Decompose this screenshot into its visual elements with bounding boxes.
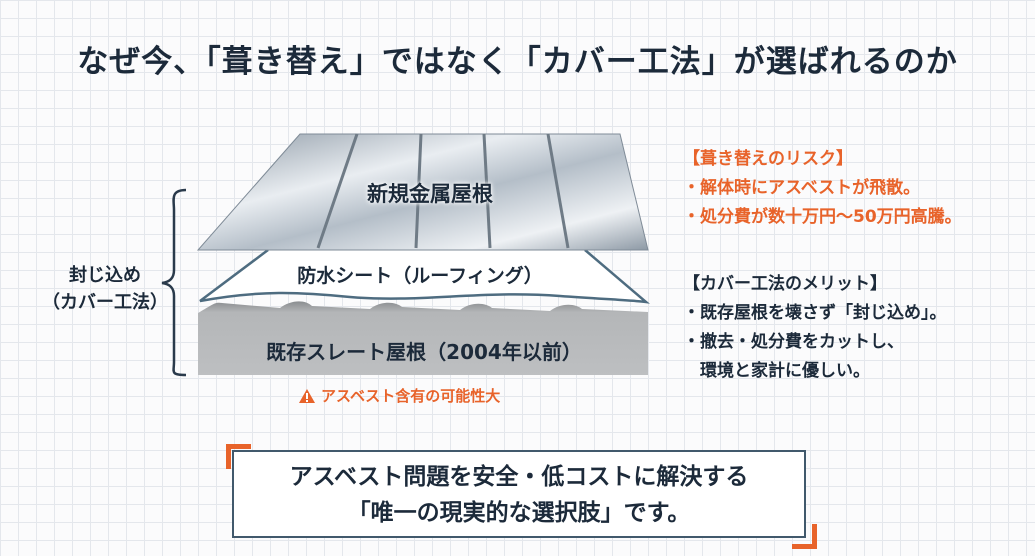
- merit-heading: 【カバー工法のメリット】: [683, 274, 887, 294]
- roof-seams: [316, 133, 570, 249]
- risk-item: ・解体時にアスベストが飛散。: [683, 178, 921, 198]
- callout-corner-accent: [792, 524, 817, 549]
- enclosure-label-line1: 封じ込め: [69, 265, 141, 286]
- merit-section: 【カバー工法のメリット】 ・既存屋根を壊さず「封じ込め」。 ・撤去・処分費をカッ…: [683, 270, 947, 386]
- existing-slate-label: 既存スレート屋根（2004年以前）: [266, 340, 582, 364]
- merit-item-continued: 環境と家計に優しい。: [700, 361, 870, 381]
- enclosure-label: 封じ込め （カバー工法）: [30, 262, 180, 316]
- page-title: なぜ今、「葺き替え」ではなく「カバー工法」が選ばれるのか: [77, 44, 958, 80]
- existing-slate-roof: [198, 301, 648, 375]
- waterproof-sheet: [199, 249, 650, 304]
- conclusion-callout: アスベスト問題を安全・低コストに解決する 「唯一の現実的な選択肢」です。: [232, 450, 806, 538]
- metal-roof-label: 新規金属屋根: [367, 182, 493, 206]
- asbestos-warning: アスベスト含有の可能性大: [298, 385, 500, 406]
- enclosure-brace: [161, 188, 187, 377]
- warning-text: アスベスト含有の可能性大: [321, 387, 501, 405]
- risk-heading: 【葺き替えのリスク】: [683, 149, 853, 169]
- enclosure-label-line2: （カバー工法）: [42, 292, 168, 313]
- merit-item: ・既存屋根を壊さず「封じ込め」。: [683, 303, 947, 323]
- callout-corner-accent: [226, 444, 251, 469]
- new-metal-roof: [196, 133, 649, 251]
- risk-item: ・処分費が数十万円〜50万円高騰。: [683, 207, 962, 227]
- callout-line1: アスベスト問題を安全・低コストに解決する: [289, 464, 749, 490]
- merit-item: ・撤去・処分費をカットし、: [683, 332, 904, 352]
- warning-icon: [299, 388, 315, 403]
- waterproof-sheet-label: 防水シート（ルーフィング）: [297, 265, 543, 287]
- risk-section: 【葺き替えのリスク】 ・解体時にアスベストが飛散。 ・処分費が数十万円〜50万円…: [683, 145, 962, 232]
- callout-line2: 「唯一の現実的な選択肢」です。: [347, 500, 691, 526]
